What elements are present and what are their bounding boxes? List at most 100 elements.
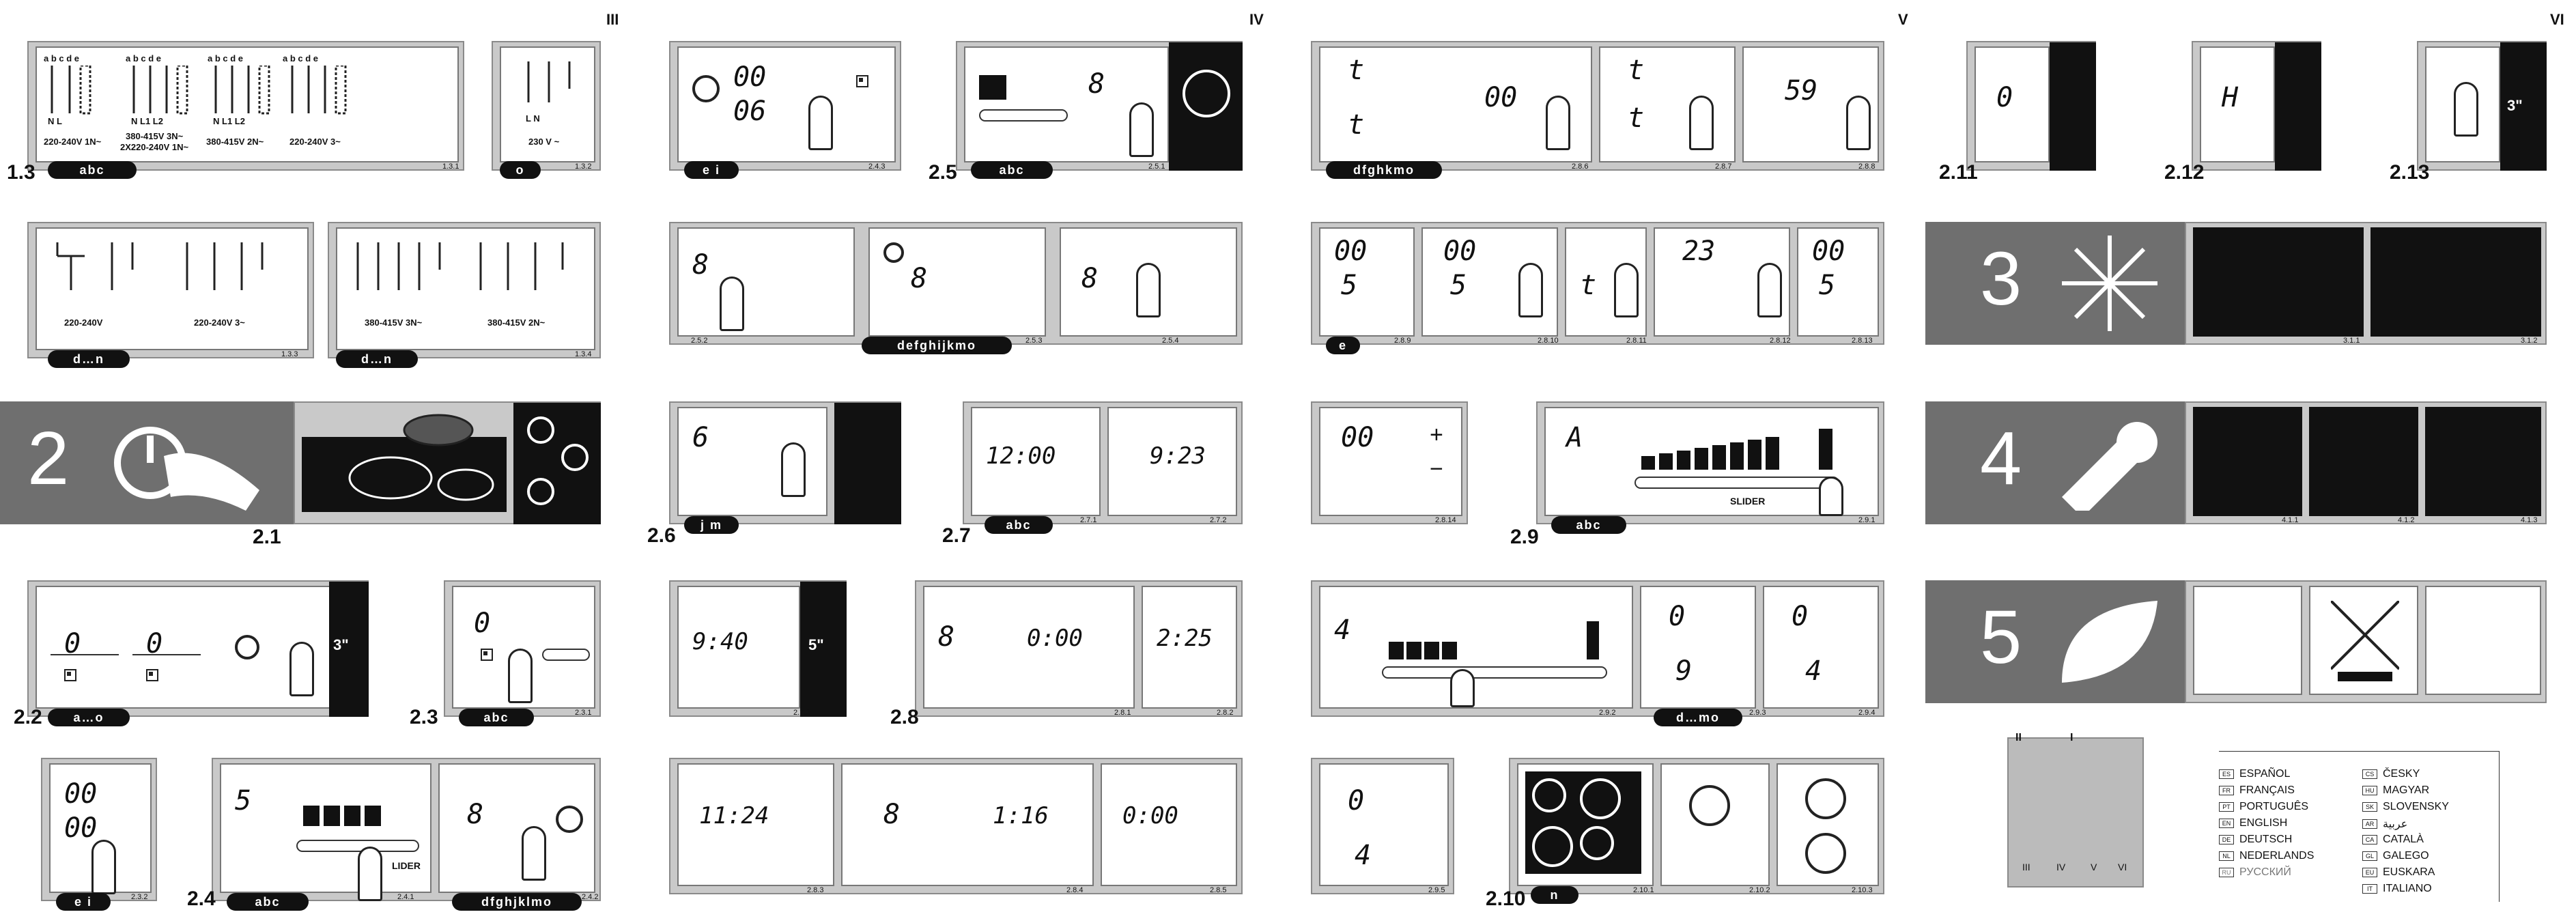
finger-icon: [1689, 96, 1714, 150]
display-box: [2425, 46, 2500, 162]
language-name: РУССКИЙ: [2239, 866, 2291, 878]
lock-icon: [856, 75, 868, 87]
figure-label: 2.10: [1486, 888, 1526, 910]
language-code: IT: [2362, 884, 2377, 894]
language-code: EU: [2362, 868, 2377, 877]
language-name: DEUTSCH: [2239, 834, 2293, 845]
zone-display: 00: [64, 778, 98, 810]
language-code: CS: [2362, 769, 2377, 779]
variant-pill: abc: [971, 161, 1053, 179]
no-pan-icon: [2050, 42, 2096, 171]
hob-problem-icon: [2193, 407, 2302, 516]
zone-display: 00: [64, 812, 98, 844]
display-box: 00 06: [677, 46, 896, 162]
language-code: FR: [2219, 786, 2234, 795]
figure-label: 2.12: [2164, 161, 2205, 184]
display-box: 8 0:00: [923, 586, 1135, 709]
hob-top-icon: [1525, 771, 1641, 874]
clock-display: 12:00: [986, 442, 1056, 470]
language-code: PT: [2219, 802, 2234, 812]
finger-icon: [289, 642, 314, 696]
booklet-arrow-label: II: [2015, 732, 2022, 743]
sub-figure-label: 2.8.13: [1852, 337, 1873, 345]
slider-icon: [1634, 477, 1839, 489]
voltage-label: 380-415V 3N~: [126, 131, 184, 141]
sub-figure-label: 2.5.1: [1148, 162, 1165, 171]
knob-icon: [1805, 833, 1846, 874]
display-box: [1660, 763, 1770, 886]
display-box: 9:40: [677, 586, 800, 709]
slider-icon: [542, 649, 590, 661]
zone-display: 8: [938, 621, 955, 653]
booklet-arrow-label: I: [2070, 732, 2073, 743]
panel-2-8: 8 0:00 2:25 2.8.1 2.8.2: [915, 580, 1243, 717]
language-code: ES: [2219, 769, 2234, 779]
level-bar: [1659, 453, 1673, 470]
display-box: 8: [868, 227, 1046, 337]
display-box: 00 + −: [1319, 407, 1462, 516]
panel-2-4-3: 00 06 e i 2.4.3: [669, 41, 901, 179]
section-number: 4: [1980, 416, 2022, 500]
display-box: A SLIDER: [1544, 407, 1879, 516]
environment-panel: [2185, 580, 2547, 703]
voltage-label: 380-415V 2N~: [487, 317, 546, 328]
zone-display: 8: [467, 799, 484, 830]
section-numeral-iii: III: [606, 11, 619, 28]
finger-icon: [1546, 96, 1570, 150]
finger-icon: [1819, 477, 1843, 516]
booklet-illustration: II I III IV V VI: [2007, 732, 2144, 888]
terminal-letters: a b c d e: [44, 53, 80, 63]
sub-figure-label: 3.1.1: [2343, 337, 2360, 345]
language-name: ITALIANO: [2383, 883, 2432, 894]
slider-icon: [296, 840, 419, 852]
voltage-label: 220-240V: [64, 317, 103, 328]
level-bar: [1766, 437, 1779, 470]
zone-icon: [883, 242, 904, 263]
sub-figure-label: 2.8.2: [1217, 709, 1234, 717]
sub-figure-label: 4.1.3: [2521, 516, 2538, 524]
zone-display: t: [1628, 55, 1645, 86]
terminal-letters: a b c d e: [283, 53, 319, 63]
display-box: [1517, 763, 1654, 886]
hand-touch-icon: [114, 427, 259, 511]
variant-pill: j m: [684, 516, 739, 534]
language-code: RU: [2219, 868, 2234, 877]
residual-heat-icon: [2275, 42, 2321, 171]
figure-label: 2.9: [1510, 526, 1539, 548]
display-box: 5 LIDER: [220, 763, 431, 901]
divider: [51, 654, 119, 655]
sub-figure-label: 2.8.10: [1538, 337, 1559, 345]
terminal-letters: a b c d e: [208, 53, 244, 63]
variant-pill: abc: [1551, 516, 1626, 534]
voltage-label: 380-415V 3N~: [365, 317, 423, 328]
display-box: 9:23: [1107, 407, 1237, 516]
language-code: NL: [2219, 851, 2234, 861]
language-name: GALEGO: [2383, 850, 2429, 862]
display-box: 11:24: [677, 763, 834, 886]
minus-icon: −: [1430, 456, 1443, 482]
variant-pill: abc: [48, 161, 137, 179]
slider-label: LIDER: [392, 860, 421, 871]
clock-display: 0:00: [1027, 625, 1083, 652]
terminal-n-l1-l2: N L1 L2: [213, 116, 245, 126]
finger-icon: [91, 840, 116, 894]
variant-pill: e: [1326, 337, 1360, 354]
knob-icon: [1689, 785, 1730, 826]
wiring-box: a b c d e a b c d e a b c d e a b c d e …: [36, 46, 459, 162]
sub-figure-label: 2.9.2: [1599, 709, 1616, 717]
language-item: RU РУССКИЙ: [2219, 866, 2291, 879]
zone-display: 8: [1081, 263, 1099, 294]
language-name: FRANÇAIS: [2239, 784, 2295, 796]
seconds-label: 5": [808, 636, 824, 653]
control-panel-icon: [834, 403, 901, 524]
figure-label: 2.7: [942, 524, 971, 547]
sub-figure-label: 2.9.4: [1858, 709, 1876, 717]
voltage-label: 2X220-240V 1N~: [120, 142, 189, 152]
panel-2-12: H: [2192, 41, 2321, 171]
seconds-label: 3": [333, 636, 349, 653]
cleaning-scraper-icon: [2370, 227, 2541, 337]
